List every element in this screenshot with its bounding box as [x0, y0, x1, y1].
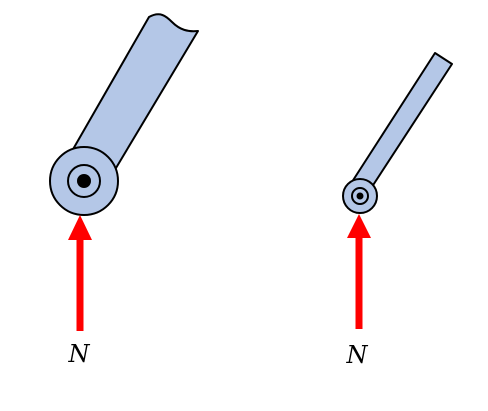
left-force-label: N [68, 340, 91, 368]
right-arrow-shaft [355, 236, 363, 329]
left-force-arrow [68, 215, 92, 331]
left-arrow-shaft [76, 238, 84, 331]
right-force-label: N [346, 341, 369, 369]
right-force-arrow [347, 214, 371, 329]
right-rod [349, 52, 453, 197]
left-arrow-head [68, 215, 92, 240]
right-arrow-head [347, 214, 371, 238]
right-joint-assembly [342, 52, 453, 214]
left-joint-assembly [49, 13, 199, 216]
left-rod [67, 13, 199, 174]
right-pin-center [356, 192, 364, 200]
left-pin-center [77, 174, 91, 188]
